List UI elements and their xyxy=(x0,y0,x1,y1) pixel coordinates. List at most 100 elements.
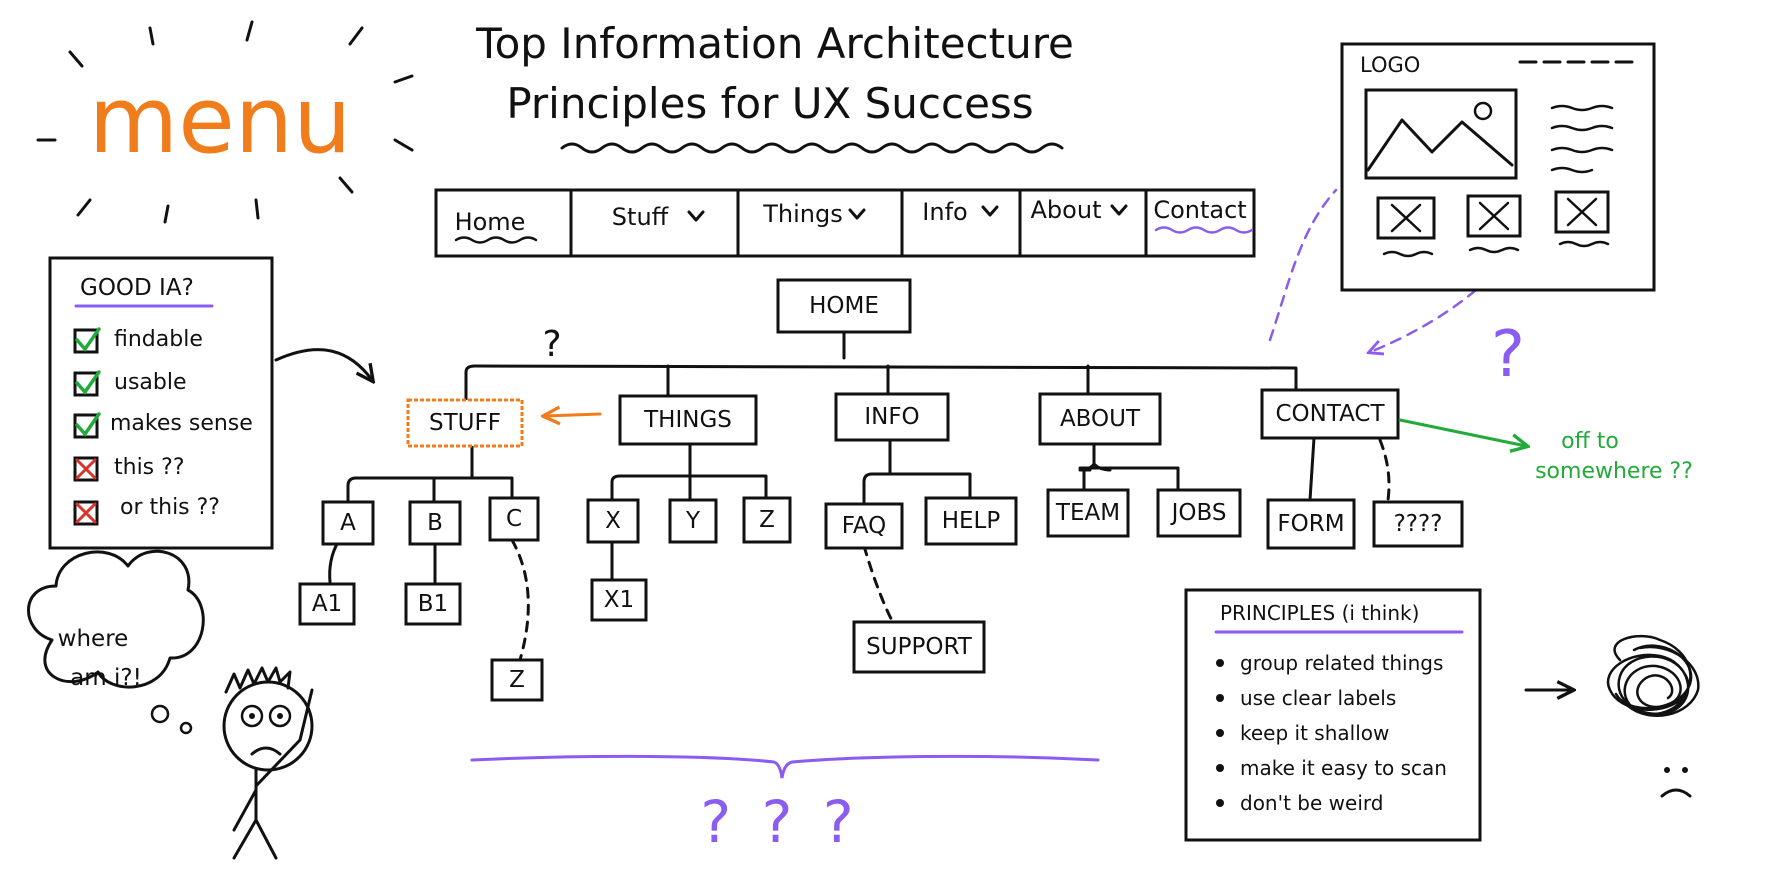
contact-question-mark: ? xyxy=(1491,318,1525,392)
svg-text:B: B xyxy=(427,510,443,536)
cross-icon xyxy=(75,502,97,524)
svg-text:or this ??: or this ?? xyxy=(120,495,220,520)
checklist-item: usable xyxy=(73,370,187,397)
svg-text:A1: A1 xyxy=(312,591,342,617)
svg-text:CONTACT: CONTACT xyxy=(1275,401,1385,427)
svg-text:ABOUT: ABOUT xyxy=(1060,406,1141,432)
tree-node-home[interactable]: HOME xyxy=(776,278,912,334)
checklist-panel: GOOD IA? findable usable makes sense thi… xyxy=(48,256,274,550)
checklist-item: makes sense xyxy=(73,411,253,439)
svg-text:FAQ: FAQ xyxy=(842,513,887,539)
tangled-scribble-icon xyxy=(1606,634,1700,717)
chevron-down-icon xyxy=(848,208,866,220)
svg-text:A: A xyxy=(340,510,356,536)
svg-text:HOME: HOME xyxy=(809,293,879,319)
checkmark-icon xyxy=(75,412,101,437)
svg-text:JOBS: JOBS xyxy=(1170,500,1227,526)
svg-text:group related things: group related things xyxy=(1240,651,1443,675)
title-line-1: Top Information Architecture xyxy=(475,19,1074,68)
nav-item-things[interactable]: Things xyxy=(762,200,866,228)
principles-title: PRINCIPLES (i think) xyxy=(1220,601,1419,625)
title-squiggle xyxy=(560,142,1064,154)
tree-node-x1[interactable]: X1 xyxy=(590,578,648,622)
bottom-brace: ? ? ? xyxy=(470,754,1100,856)
principle-item: use clear labels xyxy=(1216,686,1396,710)
placeholder-box-icon xyxy=(1376,196,1436,258)
tree-node-info[interactable]: INFO xyxy=(834,392,950,442)
tree-node-faq[interactable]: FAQ xyxy=(824,502,904,550)
tree-node-y[interactable]: Y xyxy=(668,498,718,544)
svg-text:X1: X1 xyxy=(604,587,634,613)
svg-text:????: ???? xyxy=(1394,511,1443,537)
confused-stick-figure xyxy=(222,666,314,860)
tree-node-a1[interactable]: A1 xyxy=(298,582,356,626)
stuff-question-mark: ? xyxy=(542,324,561,365)
svg-text:THINGS: THINGS xyxy=(643,407,732,433)
tree-node-contact[interactable]: CONTACT xyxy=(1260,388,1400,440)
nav-item-contact[interactable]: Contact xyxy=(1153,196,1254,234)
thought-bubble: where am i?! xyxy=(27,549,205,735)
tree-node-c[interactable]: C xyxy=(488,496,540,542)
svg-text:usable: usable xyxy=(114,370,187,395)
tree-node-unknown[interactable]: ???? xyxy=(1372,500,1464,548)
thought-line-2: am i?! xyxy=(70,665,142,691)
nav-label-contact: Contact xyxy=(1153,196,1246,224)
svg-text:keep it shallow: keep it shallow xyxy=(1240,721,1389,745)
tree-node-stuff[interactable]: STUFF xyxy=(406,398,524,448)
tree-node-things[interactable]: THINGS xyxy=(618,394,758,446)
checklist-item: findable xyxy=(73,327,203,354)
svg-text:Y: Y xyxy=(685,508,701,534)
tree-node-x[interactable]: X xyxy=(586,498,640,544)
thought-line-1: where xyxy=(58,626,129,652)
checklist-item: or this ?? xyxy=(73,495,220,526)
tree-node-b1[interactable]: B1 xyxy=(404,582,462,626)
chevron-down-icon xyxy=(687,210,705,222)
wireframe-link-dashed xyxy=(1268,188,1338,342)
checkmark-icon xyxy=(75,327,101,352)
nav-item-about[interactable]: About xyxy=(1031,196,1128,224)
tree-node-help[interactable]: HELP xyxy=(924,496,1018,546)
tree-node-jobs[interactable]: JOBS xyxy=(1156,488,1242,538)
nav-label-about: About xyxy=(1031,196,1102,224)
tree-node-a[interactable]: A xyxy=(321,500,375,546)
svg-text:INFO: INFO xyxy=(864,404,919,430)
exit-label-line-2: somewhere ?? xyxy=(1535,459,1693,484)
nav-label-home: Home xyxy=(455,208,526,236)
nav-label-info: Info xyxy=(922,198,967,226)
nav-item-info[interactable]: Info xyxy=(922,198,999,226)
nav-bar-frame xyxy=(434,188,1256,258)
nav-bar: Home Stuff Things Info About Contact xyxy=(434,188,1256,258)
svg-text:use clear labels: use clear labels xyxy=(1240,686,1396,710)
checklist-title: GOOD IA? xyxy=(80,275,194,301)
sad-face-icon xyxy=(1660,767,1692,798)
tree-node-team[interactable]: TEAM xyxy=(1046,488,1130,538)
placeholder-box-icon xyxy=(1466,194,1522,254)
orange-arrow xyxy=(545,414,602,416)
svg-text:STUFF: STUFF xyxy=(429,410,501,436)
placeholder-box-icon xyxy=(1554,190,1610,248)
svg-text:C: C xyxy=(506,506,522,532)
checklist-arrow xyxy=(274,348,372,380)
tree-node-z[interactable]: Z xyxy=(742,496,792,544)
tree-node-form[interactable]: FORM xyxy=(1266,498,1356,550)
nav-item-home[interactable]: Home xyxy=(455,208,538,244)
tree-node-b[interactable]: B xyxy=(408,500,462,546)
tree-node-about[interactable]: ABOUT xyxy=(1038,392,1162,446)
chevron-down-icon xyxy=(1110,204,1128,216)
svg-text:FORM: FORM xyxy=(1277,511,1344,537)
svg-text:TEAM: TEAM xyxy=(1055,500,1120,526)
checklist-item: this ?? xyxy=(73,455,185,482)
svg-text:X: X xyxy=(605,508,621,534)
wireframe-logo: LOGO xyxy=(1360,53,1420,77)
principles-panel: PRINCIPLES (i think) group related thing… xyxy=(1184,588,1482,842)
svg-text:SUPPORT: SUPPORT xyxy=(866,634,973,660)
tree-node-support[interactable]: SUPPORT xyxy=(852,620,986,674)
bottom-question-marks: ? ? ? xyxy=(700,788,859,856)
nav-item-stuff[interactable]: Stuff xyxy=(612,203,705,231)
principle-item: make it easy to scan xyxy=(1216,756,1447,780)
tree-node-z-orphan[interactable]: Z xyxy=(490,658,544,702)
svg-text:findable: findable xyxy=(114,327,203,352)
wireframe-sketch: LOGO xyxy=(1340,42,1656,292)
exit-arrow xyxy=(1398,418,1526,446)
